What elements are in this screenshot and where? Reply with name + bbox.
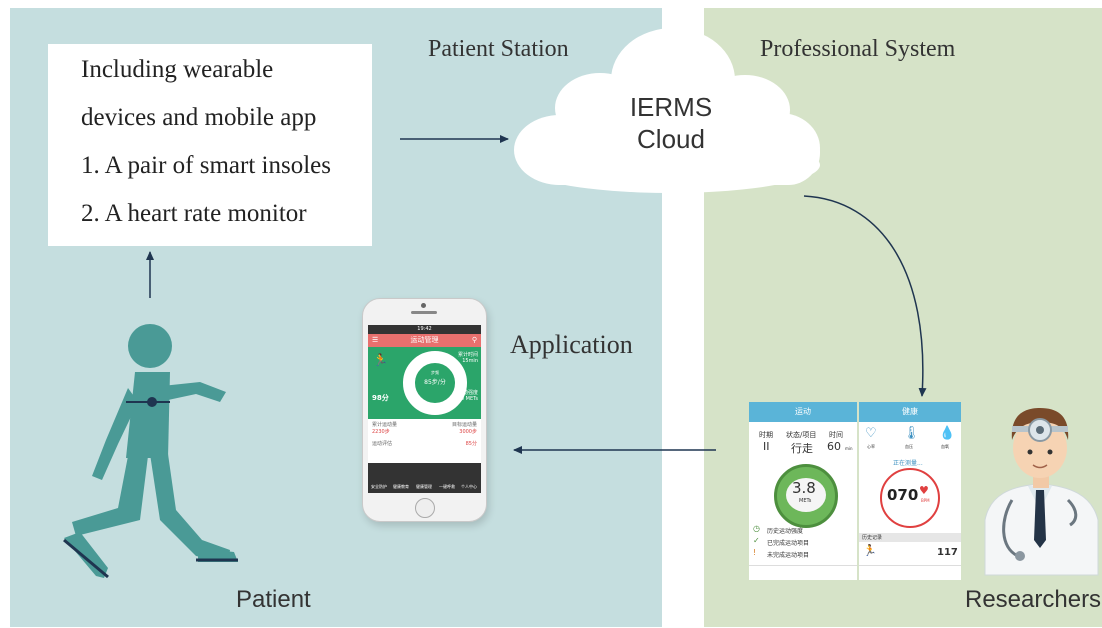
cloud-shape: [514, 28, 820, 193]
professional-system-title: Professional System: [760, 36, 956, 62]
stage-value: II: [763, 440, 770, 453]
blood-pressure-icon[interactable]: 🌡: [903, 426, 920, 441]
researcher-health-screen: 健康 ♡ 🌡 💧 心率 血压 血氧 正在测量... 070 ♥ BPM 历史记录…: [859, 402, 961, 580]
health-screen-header: 健康: [859, 402, 961, 422]
ring-value: 85步/分: [424, 379, 446, 386]
phone-home-button[interactable]: [415, 498, 435, 518]
info-line-4: 2. A heart rate monitor: [81, 200, 307, 227]
info-line-1: Including wearable: [81, 56, 274, 83]
exercise-bottom-nav: [749, 565, 857, 580]
mets-value: 3.8: [792, 479, 816, 497]
col-status-label: 状态/项目: [786, 431, 817, 439]
mets-unit: METs: [799, 498, 812, 504]
heart-rate-gauge: 070 ♥ BPM: [880, 468, 940, 528]
patient-station-title: Patient Station: [428, 36, 569, 62]
device-info-box: Including wearable devices and mobile ap…: [48, 44, 372, 246]
researcher-exercise-screen: 运动 时期 状态/项目 时间 II 行走 60 min 3.8 METs ◷ 历…: [749, 402, 857, 580]
nav-emergency[interactable]: 一键呼救: [439, 484, 455, 489]
cumulative-time-label: 累计时间: [457, 352, 478, 358]
nav-health-management[interactable]: 健康管理: [416, 484, 432, 489]
heart-rate-value: 070: [887, 486, 919, 504]
search-icon[interactable]: ⚲: [471, 336, 477, 344]
smart-insole-left: [63, 538, 109, 579]
phone-app-title-bar: ☰ 运动管理 ⚲: [368, 334, 481, 347]
completed-items[interactable]: 已完成运动项目: [767, 540, 810, 547]
total-steps-label: 累计运动量: [372, 422, 398, 428]
patient-smartphone: 19:42 ☰ 运动管理 ⚲ 🏃 步频 85步/分 累计时间 15min 运动强…: [362, 298, 487, 522]
nav-safety[interactable]: 安全防护: [371, 484, 387, 489]
exercise-screen-header: 运动: [749, 402, 857, 422]
measuring-status: 正在测量...: [893, 460, 923, 467]
history-label: 历史记录: [862, 535, 883, 541]
completed-check-icon: ✓: [753, 536, 760, 545]
ring-top-label: 步频: [431, 370, 439, 375]
time-unit: min: [845, 446, 853, 451]
arrow-cloud-to-researcher-app: [803, 195, 927, 397]
score-value: 98分: [372, 394, 389, 402]
mets-gauge: 3.8 METs: [774, 464, 838, 528]
info-line-3: 1. A pair of smart insoles: [81, 152, 331, 179]
incomplete-warning-icon: !: [753, 548, 757, 557]
step-rate-panel: 🏃 步频 85步/分 累计时间 15min 运动强度 3.0 METs 98分: [368, 347, 481, 419]
col-time-label: 时间: [829, 431, 843, 439]
health-bottom-nav: [859, 565, 961, 580]
nav-education[interactable]: 健康教育: [393, 484, 409, 489]
history-section-header: 历史记录: [859, 533, 961, 542]
phone-app-title: 运动管理: [410, 336, 439, 344]
info-line-2: devices and mobile app: [81, 104, 317, 131]
application-caption: Application: [510, 330, 633, 359]
intensity-value: 3.0 METs: [456, 396, 478, 402]
intensity-label: 运动强度: [457, 390, 478, 396]
phone-screen: 19:42 ☰ 运动管理 ⚲ 🏃 步频 85步/分 累计时间 15min 运动强…: [368, 325, 481, 493]
history-clock-icon: ◷: [753, 524, 760, 533]
cumulative-time-value: 15min: [462, 358, 478, 364]
blood-oxygen-icon[interactable]: 💧: [939, 426, 956, 441]
phone-bottom-nav: 安全防护 健康教育 健康管理 一键呼救 个人中心: [368, 463, 481, 493]
heart-rate-icon[interactable]: ♡: [865, 426, 877, 441]
time-value: 60: [827, 440, 841, 453]
cloud-label-line1: IERMS: [629, 92, 713, 122]
researchers-caption: Researchers: [965, 586, 1102, 613]
phone-camera: [421, 303, 426, 308]
incomplete-items[interactable]: 未完成运动项目: [767, 552, 810, 559]
assessment-value: 85分: [465, 441, 477, 447]
assessment-label: 运动评估: [372, 441, 393, 447]
menu-icon[interactable]: ☰: [372, 336, 379, 344]
heart-rate-unit: BPM: [921, 498, 930, 503]
step-rate-ring: 步频 85步/分: [403, 351, 467, 415]
heart-rate-sensor-icon: [147, 397, 157, 407]
col-stage-label: 时期: [759, 431, 773, 439]
history-value: 117: [937, 547, 958, 558]
running-man-icon: 🏃: [373, 353, 388, 367]
target-steps-label: 目标运动量: [451, 422, 477, 428]
target-steps-value: 3000步: [459, 429, 477, 435]
nav-profile[interactable]: 个人中心: [461, 484, 477, 489]
cloud-label-line2: Cloud: [637, 124, 705, 154]
phone-speaker: [411, 311, 437, 314]
blood-pressure-tab-label: 血压: [905, 444, 913, 449]
patient-caption: Patient: [236, 586, 311, 613]
total-steps-value: 2230步: [372, 429, 390, 435]
researcher-doctor-figure: [984, 408, 1099, 576]
blood-oxygen-tab-label: 血氧: [941, 444, 949, 449]
phone-status-bar: 19:42: [368, 325, 481, 334]
running-icon: 🏃: [863, 544, 877, 557]
walking-patient-figure: [64, 324, 238, 578]
history-intensity-item[interactable]: 历史运动强度: [767, 528, 804, 535]
heart-rate-tab-label: 心率: [867, 444, 875, 449]
heart-icon: ♥: [919, 484, 929, 497]
status-value: 行走: [791, 442, 813, 455]
